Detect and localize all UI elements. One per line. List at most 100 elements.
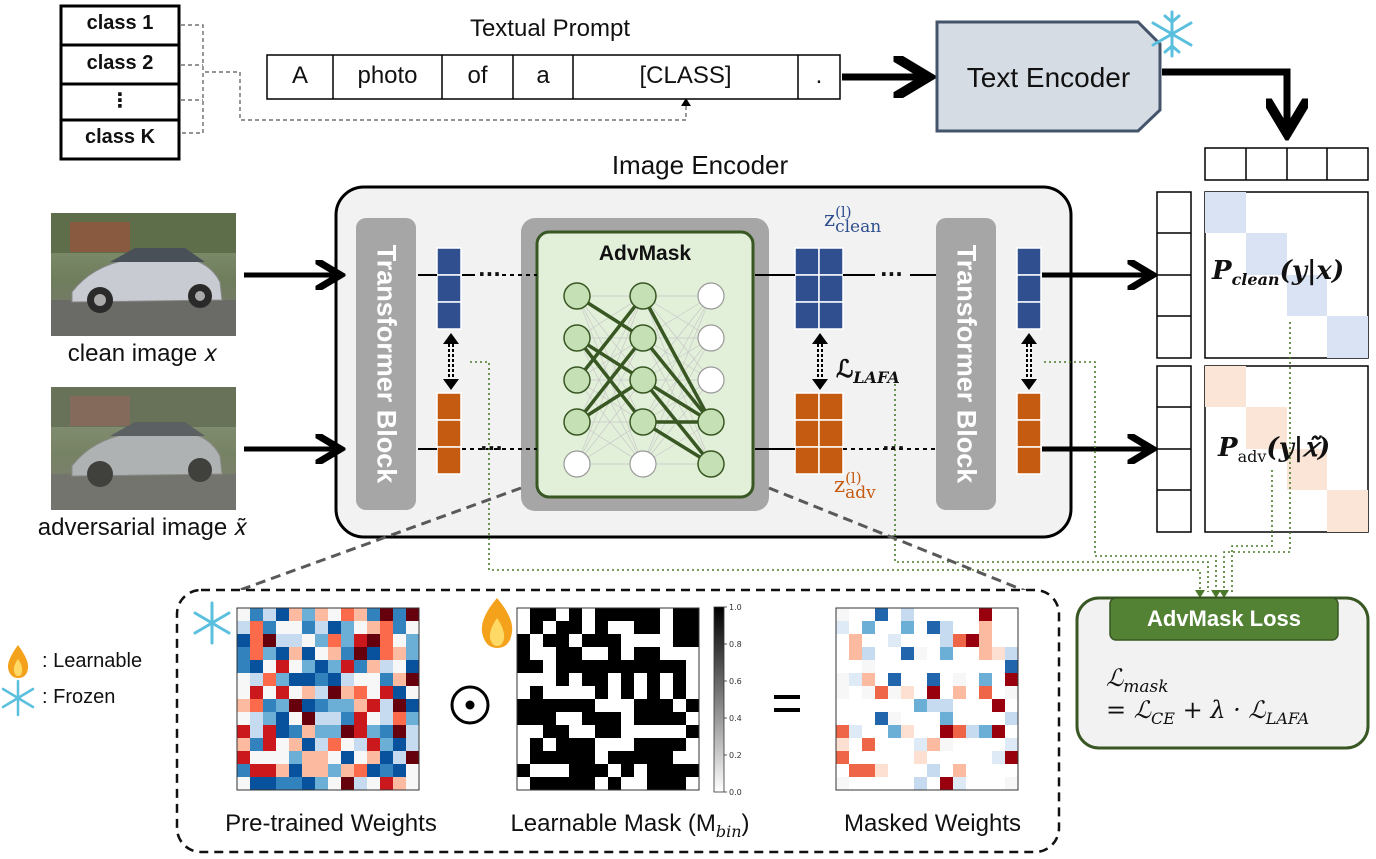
heatmap-cell (250, 647, 264, 661)
network-node (563, 408, 591, 436)
heatmap-cell (647, 660, 661, 674)
heatmap-cell (237, 660, 251, 674)
z-clean-grid (794, 247, 844, 330)
heatmap-cell (608, 699, 622, 713)
heatmap-cell (621, 725, 635, 739)
heatmap-cell (862, 660, 876, 674)
heatmap-cell (992, 764, 1006, 778)
clean-image-caption: clean image 𝑥 (67, 340, 218, 367)
heatmap-cell (927, 608, 941, 622)
text-feature-row (1204, 147, 1369, 181)
heatmap-border (236, 607, 420, 791)
advmask-loss-line2: = ℒCE + λ · ℒLAFA (1106, 696, 1309, 728)
heatmap-cell (543, 699, 557, 713)
heatmap-cell (888, 699, 902, 713)
network-strong-edge (575, 294, 645, 382)
heatmap-cell (595, 634, 609, 648)
heatmap-cell (914, 621, 928, 635)
heatmap-cell (354, 634, 368, 648)
transformer-block-left-shape (356, 218, 416, 510)
heatmap-cell (608, 751, 622, 765)
heatmap-cell (341, 634, 355, 648)
heatmap-cell (660, 621, 674, 635)
heatmap-cell (836, 660, 850, 674)
heatmap-cell (380, 777, 394, 791)
heatmap-cell (634, 699, 648, 713)
clean-token-left (436, 247, 462, 330)
heatmap-cell (315, 699, 329, 713)
heatmap-cell (595, 647, 609, 661)
heatmap-cell (302, 712, 316, 726)
heatmap-cell (673, 777, 687, 791)
heatmap-cell (888, 777, 902, 791)
heatmap-cell (367, 777, 381, 791)
heatmap-cell (543, 751, 557, 765)
heatmap-cell (569, 699, 583, 713)
heatmap-cell (289, 673, 303, 687)
heatmap-cell (979, 712, 993, 726)
heatmap-cell (901, 751, 915, 765)
heatmap-cell (341, 686, 355, 700)
transformer-block-left-label: Transformer Block (371, 244, 402, 484)
heatmap-cell (979, 686, 993, 700)
heatmap-cell (250, 634, 264, 648)
heatmap-cell (686, 686, 700, 700)
heatmap-cell (660, 712, 674, 726)
heatmap-cell (380, 751, 394, 765)
heatmap-cell (341, 647, 355, 661)
z-adv-subscript: adv (845, 482, 876, 503)
text-encoder-snowflake-icon (1151, 10, 1193, 58)
heatmap-cell (901, 725, 915, 739)
heatmap-cell (315, 608, 329, 622)
z-clean-label: z(l)clean (824, 205, 881, 235)
heatmap-cell (406, 673, 420, 687)
loss-connector-arrowheads (1195, 590, 1229, 598)
heatmap-cell (621, 712, 635, 726)
heatmap-cell (940, 686, 954, 700)
heatmap-cell (862, 608, 876, 622)
heatmap-cell (621, 647, 635, 661)
p-clean-symbol: P (1212, 256, 1232, 286)
heatmap-cell (888, 608, 902, 622)
heatmap-cell (315, 738, 329, 752)
heatmap-cell (530, 712, 544, 726)
network-node (629, 324, 657, 352)
heatmap-cell (556, 608, 570, 622)
heatmap-cell (875, 764, 889, 778)
heatmap-cell (1005, 634, 1019, 648)
heatmap-cell (276, 751, 290, 765)
clean-image-feature-column (1156, 191, 1192, 359)
heatmap-cell (849, 621, 863, 635)
heatmap-cell (686, 764, 700, 778)
network-node (629, 282, 657, 310)
heatmap-cell (992, 608, 1006, 622)
prompt-token-photo: photo (357, 62, 418, 89)
heatmap-cell (966, 725, 980, 739)
heatmap-cell (289, 647, 303, 661)
heatmap-cell (1005, 738, 1019, 752)
heatmap-cell (875, 686, 889, 700)
heatmap-cell (1005, 673, 1019, 687)
heatmap-cell (406, 686, 420, 700)
heatmap-cell (686, 608, 700, 622)
legend-learnable-label: : Learnable (42, 650, 143, 672)
advmask-label: AdvMask (598, 242, 692, 265)
heatmap-cell (582, 712, 596, 726)
pretrained-weights-caption: Pre-trained Weights (225, 810, 437, 837)
prompt-token-a: A (291, 62, 308, 89)
heatmap-cell (328, 634, 342, 648)
heatmap-cell (289, 660, 303, 674)
mask-loss-symbol: ℒ (1106, 664, 1124, 692)
heatmap-cell (250, 621, 264, 635)
token-correspondence-arrows (448, 344, 1032, 378)
lafa-loss-symbol: ℒ (836, 354, 854, 383)
z-adv-superscript: (l) (845, 469, 862, 487)
heatmap-cell (237, 725, 251, 739)
heatmap-cell (1005, 608, 1019, 622)
heatmap-cell (517, 777, 531, 791)
heatmap-cell (582, 686, 596, 700)
heatmap-cell (966, 777, 980, 791)
heatmap-cell (979, 725, 993, 739)
heatmap-cell (673, 634, 687, 648)
heatmap-cell (263, 738, 277, 752)
